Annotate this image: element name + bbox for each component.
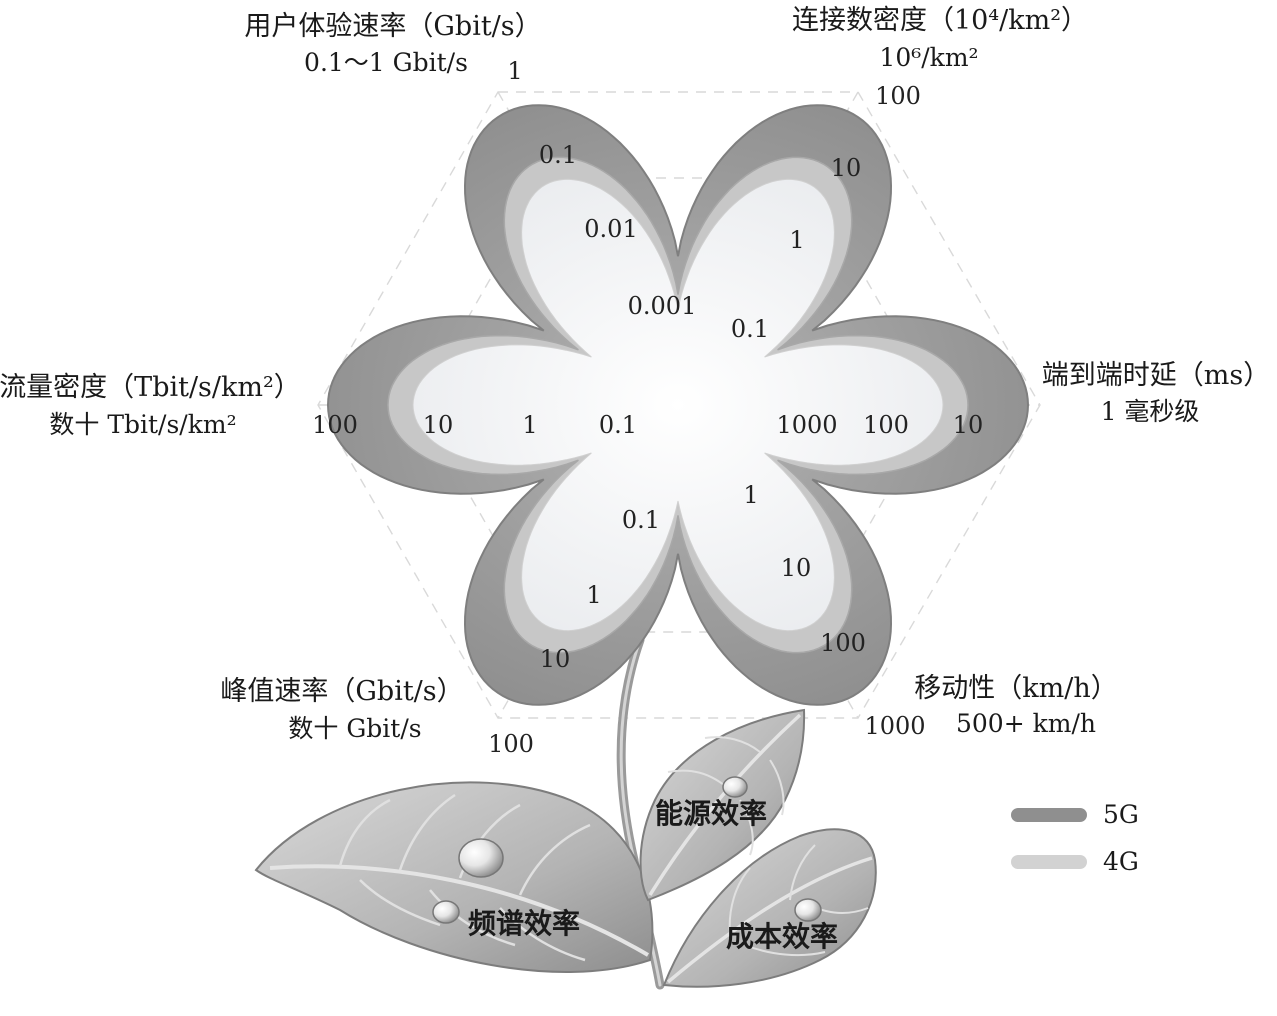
tick-label: 0.1 <box>599 411 637 439</box>
tick-label: 1 <box>743 481 758 509</box>
legend: 5G 4G <box>1011 800 1139 876</box>
axis-title-mobility: 移动性（km/h） <box>914 673 1117 704</box>
axis-target-user-rate: 0.1～1 Gbit/s <box>304 48 468 77</box>
leaf-spectrum-efficiency <box>254 781 654 973</box>
legend-label-5g: 5G <box>1103 800 1139 829</box>
tick-label: 0.1 <box>622 506 660 534</box>
tick-label: 0.1 <box>731 315 769 343</box>
petal-center <box>412 178 944 632</box>
tick-label: 10 <box>831 154 862 182</box>
leaf-cost-efficiency <box>662 828 877 988</box>
axis-target-traffic-density: 数十 Tbit/s/km² <box>49 410 236 439</box>
tick-label: 10 <box>953 411 984 439</box>
tick-label: 100 <box>312 411 358 439</box>
tick-label: 0.1 <box>539 141 577 169</box>
tick-label: 1 <box>522 411 537 439</box>
axis-target-peak-rate: 数十 Gbit/s <box>288 714 421 743</box>
water-drop-icon <box>794 898 822 922</box>
tick-label: 1000 <box>776 411 837 439</box>
tick-label: 1 <box>586 581 601 609</box>
legend-item-4g: 4G <box>1011 847 1139 876</box>
water-drop-icon <box>432 900 460 924</box>
tick-label: 10 <box>781 554 812 582</box>
tick-label: 100 <box>820 629 866 657</box>
axis-title-traffic-density: 流量密度（Tbit/s/km²） <box>0 372 301 403</box>
tick-label: 0.001 <box>628 292 697 320</box>
axis-title-peak-rate: 峰值速率（Gbit/s） <box>220 676 463 707</box>
tick-label: 100 <box>863 411 909 439</box>
tick-label: 1 <box>789 226 804 254</box>
tick-label: 10 <box>423 411 454 439</box>
tick-label: 0.01 <box>584 215 637 243</box>
tick-label: 1000 <box>864 712 925 740</box>
water-drop-icon <box>722 776 748 798</box>
axis-title-connection-density: 连接数密度（10⁴/km²） <box>792 5 1088 36</box>
leaf-energy-efficiency <box>639 708 806 902</box>
legend-label-4g: 4G <box>1103 847 1139 876</box>
leaf-label-cost-efficiency: 成本效率 <box>726 920 838 953</box>
leaf-label-energy-efficiency: 能源效率 <box>655 797 767 830</box>
tick-label: 1 <box>507 57 522 85</box>
water-drop-icon <box>458 838 504 878</box>
axis-target-connection-density: 10⁶/km² <box>879 43 978 72</box>
axis-title-latency: 端到端时延（ms） <box>1042 360 1270 391</box>
tick-label: 100 <box>488 730 534 758</box>
axis-title-user-rate: 用户体验速率（Gbit/s） <box>244 11 541 42</box>
axis-target-mobility: 500+ km/h <box>956 709 1096 738</box>
legend-item-5g: 5G <box>1011 800 1139 829</box>
leaf-label-spectrum-efficiency: 频谱效率 <box>468 907 580 940</box>
tick-label: 100 <box>875 82 921 110</box>
tick-label: 10 <box>540 645 571 673</box>
axis-target-latency: 1 毫秒级 <box>1101 397 1200 426</box>
